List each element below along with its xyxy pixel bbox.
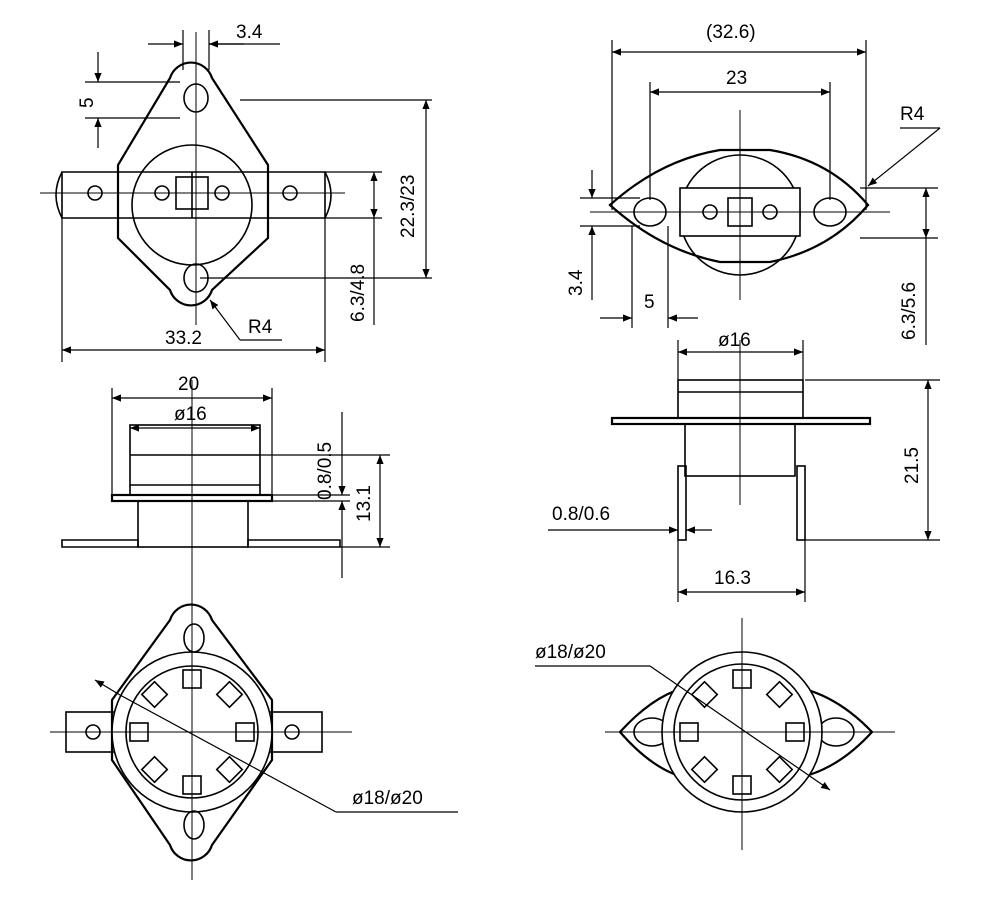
mr-height-label: 21.5 xyxy=(902,447,923,484)
tr-hole-span-label: 23 xyxy=(726,68,747,89)
tr-right-height-label: 6.3/5.6 xyxy=(899,282,920,340)
ml-flange-width-label: 20 xyxy=(178,374,199,395)
tl-radius-label: R4 xyxy=(248,317,273,338)
mr-cap-diameter-label: ø16 xyxy=(718,330,751,351)
dimension-labels: 3.4 5 22.3/23 6.3/4.8 R4 33.2 (32.6) 23 … xyxy=(77,22,925,809)
bottom-right-view xyxy=(605,618,895,850)
top-left-view xyxy=(40,32,345,325)
ml-cap-diameter-label: ø16 xyxy=(174,404,207,425)
tr-radius-label: R4 xyxy=(900,104,925,125)
tr-tab-width-label: 5 xyxy=(644,292,655,313)
tl-top-width-label: 3.4 xyxy=(236,22,263,43)
top-right-view xyxy=(590,110,890,300)
mr-thickness-label: 0.8/0.6 xyxy=(552,504,610,525)
ml-height-label: 13.1 xyxy=(354,485,375,522)
tl-left-height-label: 5 xyxy=(77,97,98,108)
ml-thickness-label: 0.8/0.5 xyxy=(315,442,336,500)
br-diameter-label: ø18/ø20 xyxy=(535,642,606,663)
tr-left-height-label: 3.4 xyxy=(566,269,587,296)
tl-right-height-label: 22.3/23 xyxy=(398,175,419,238)
tl-overall-width-label: 33.2 xyxy=(165,328,202,349)
dimension-lines xyxy=(61,30,941,813)
tr-overall-width-label: (32.6) xyxy=(706,22,756,43)
bottom-left-view xyxy=(50,578,352,880)
mr-terminal-span-label: 16.3 xyxy=(714,568,751,589)
bl-diameter-label: ø18/ø20 xyxy=(352,788,423,809)
tl-tab-height-label: 6.3/4.8 xyxy=(348,264,369,322)
middle-right-view xyxy=(610,340,872,541)
